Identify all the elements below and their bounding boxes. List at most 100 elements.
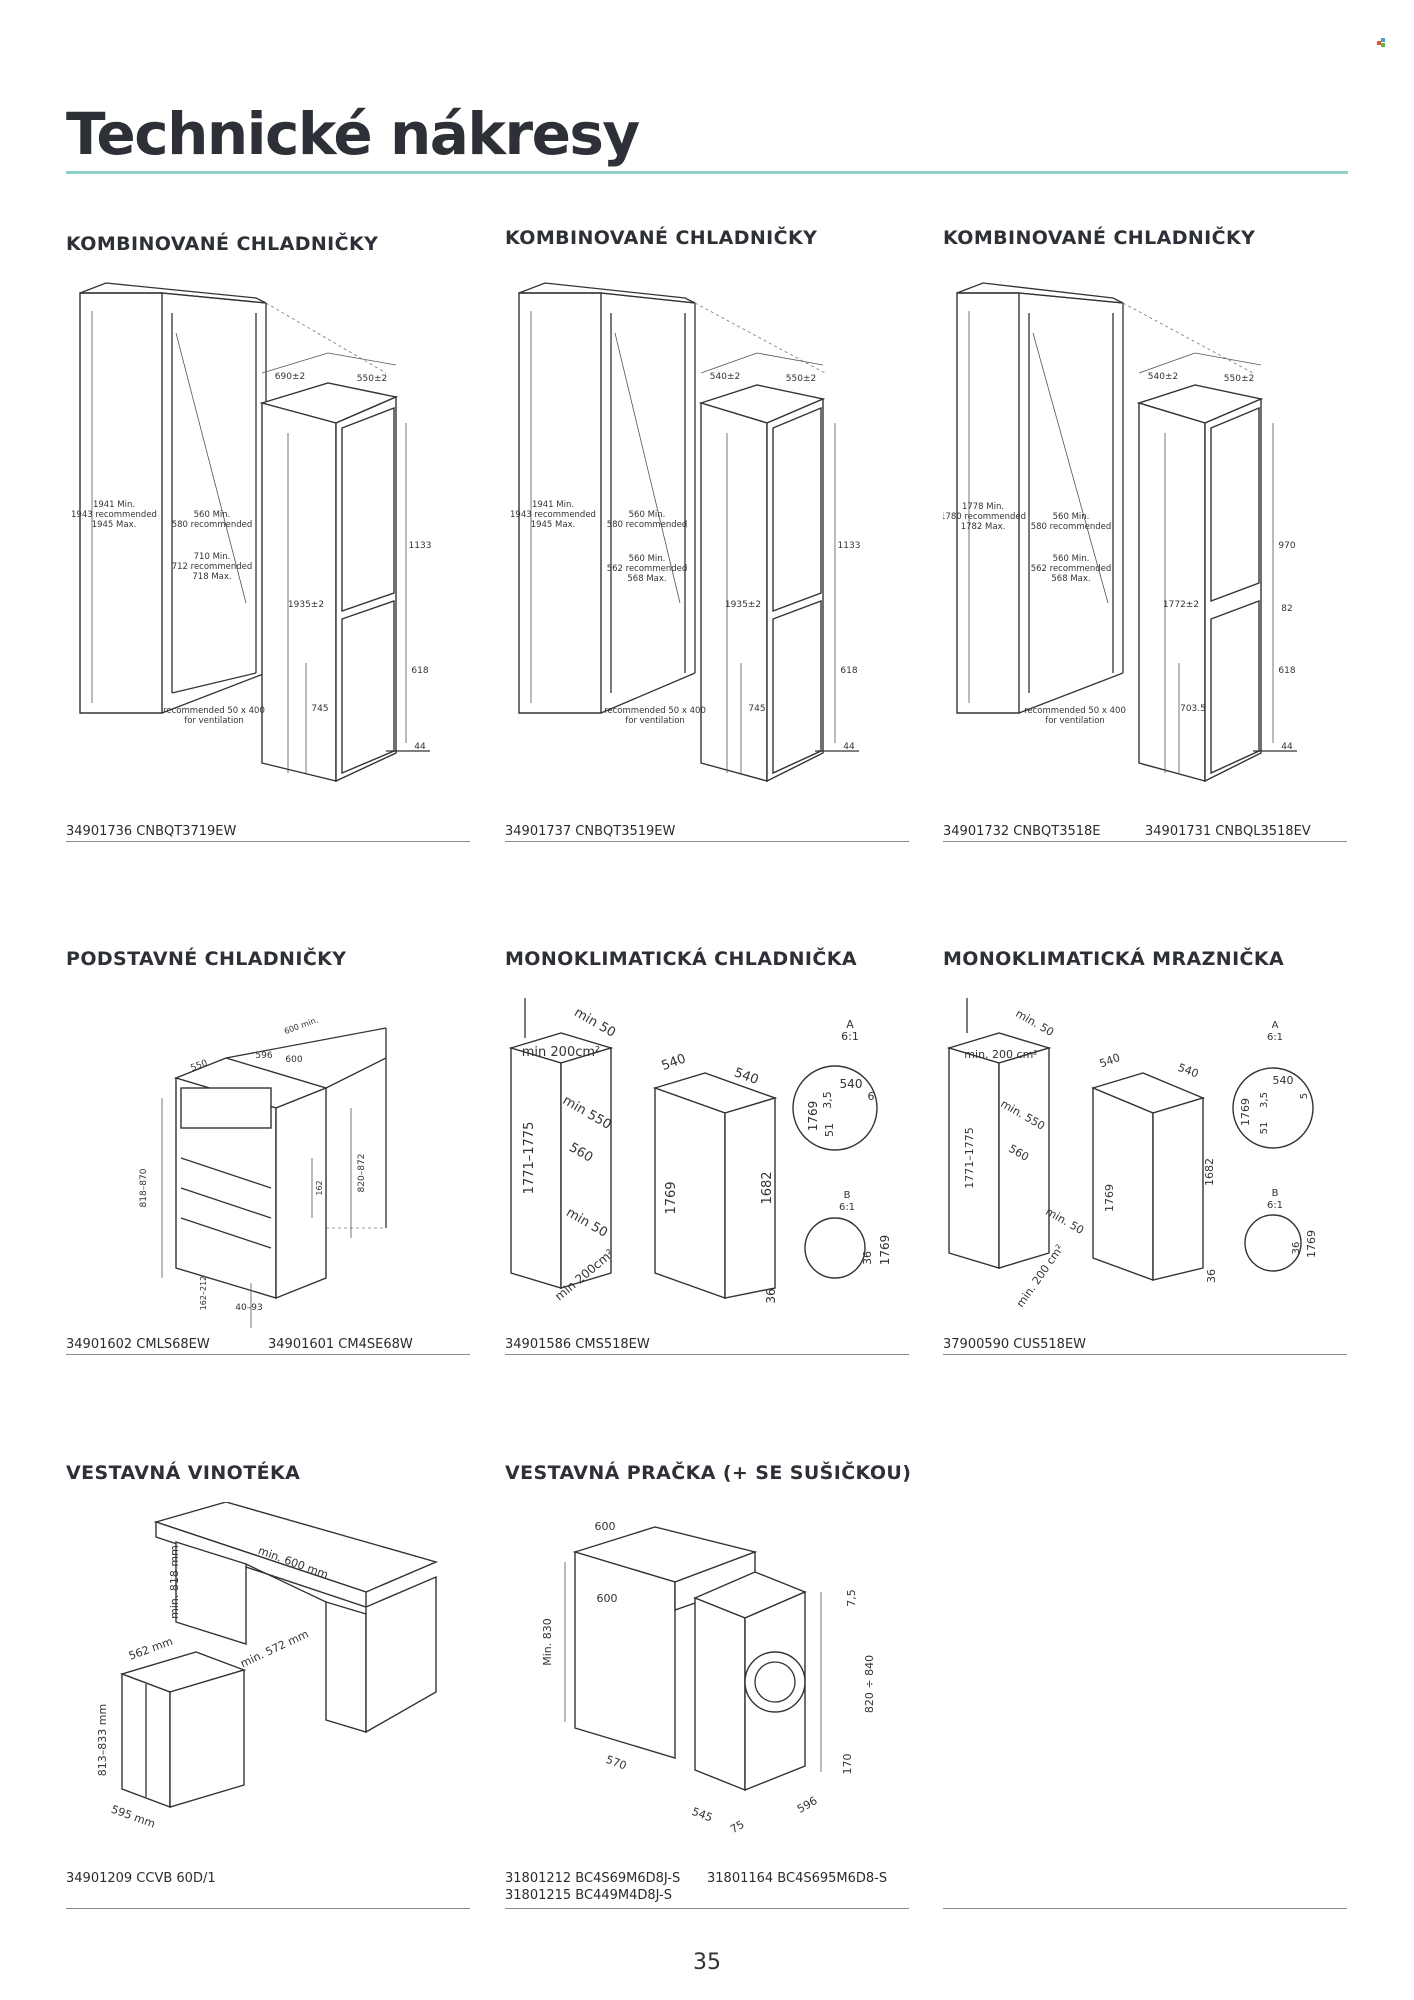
page-title: Technické nákresy bbox=[66, 100, 640, 168]
section-divider bbox=[943, 1354, 1347, 1355]
dim-niche-depth-rec: 580 recommended bbox=[607, 520, 688, 530]
dim-niche-width-rec: 562 recommended bbox=[1031, 564, 1112, 574]
product-codes: 34901732 CNBQT3518E 34901731 CNBQL3518EV bbox=[943, 823, 1347, 857]
dim-5: 818–870 bbox=[139, 1168, 149, 1207]
dim-g: 570 bbox=[604, 1753, 628, 1772]
product-code: 34901737 CNBQT3519EW bbox=[505, 824, 676, 839]
dim-top-width: 540±2 bbox=[710, 372, 740, 382]
dim-n: 6:1 bbox=[1267, 1032, 1283, 1043]
dim-p: 3,5 bbox=[1259, 1092, 1270, 1108]
dim-top-width: 690±2 bbox=[275, 372, 305, 382]
dim-height: 1935±2 bbox=[725, 600, 761, 610]
dim-niche-height-rec: 1943 recommended bbox=[71, 510, 157, 520]
section-title: PODSTAVNÉ CHLADNIČKY bbox=[66, 948, 347, 970]
section-title: VESTAVNÁ PRAČKA (+ SE SUŠIČKOU) bbox=[505, 1462, 912, 1484]
dim-height: 1935±2 bbox=[288, 600, 324, 610]
dim-c: Min. 830 bbox=[541, 1618, 554, 1666]
section-title: KOMBINOVANÉ CHLADNIČKY bbox=[66, 233, 379, 255]
product-codes: 31801212 BC4S69M6D8J-S 31801215 BC449M4D… bbox=[505, 1870, 909, 1904]
section-divider bbox=[505, 841, 909, 842]
technical-drawing: 1941 Min. 1943 recommended 1945 Max. 560… bbox=[71, 282, 431, 783]
product-codes: 34901209 CCVB 60D/1 bbox=[66, 1870, 470, 1904]
dim-niche-height-max: 1945 Max. bbox=[92, 520, 137, 530]
dim-j: 1769 bbox=[664, 1181, 679, 1214]
product-code: 34901732 CNBQT3518E bbox=[943, 824, 1101, 839]
section-divider bbox=[66, 1908, 470, 1909]
dim-upper: 970 bbox=[1278, 541, 1295, 551]
dim-q: 51 bbox=[1259, 1122, 1270, 1135]
dim-7: 162 bbox=[315, 1180, 324, 1195]
dim-r: 6 bbox=[868, 1090, 875, 1103]
dim-v: 36 bbox=[861, 1251, 874, 1265]
dim-d: 562 mm bbox=[127, 1635, 175, 1663]
dim-f: 595 mm bbox=[109, 1803, 157, 1831]
product-code: 37900590 CUS518EW bbox=[943, 1337, 1087, 1352]
dim-9: 40–93 bbox=[235, 1303, 262, 1313]
dim-6: 820–872 bbox=[357, 1154, 367, 1193]
dim-top-depth: 550±2 bbox=[786, 374, 816, 384]
product-codes: 34901602 CMLS68EW 34901601 CM4SE68W bbox=[66, 1336, 470, 1370]
dim-niche-height: 1778 Min. bbox=[962, 502, 1004, 512]
dim-e: 813–833 mm bbox=[96, 1704, 109, 1776]
section-wine-cooler: VESTAVNÁ VINOTÉKA min. 818 mm min. 600 m… bbox=[66, 1462, 470, 1909]
dim-8: 162–212 bbox=[199, 1276, 208, 1311]
dim-e: 820 ÷ 840 bbox=[863, 1655, 876, 1713]
dim-niche-width-rec: 562 recommended bbox=[607, 564, 688, 574]
page-number: 35 bbox=[693, 1950, 721, 1975]
dim-base: 44 bbox=[1281, 742, 1293, 752]
section-divider bbox=[66, 841, 470, 842]
product-codes: 34901737 CNBQT3519EW bbox=[505, 823, 909, 857]
dim-door-low: 745 bbox=[311, 704, 328, 714]
dim-m: A bbox=[1272, 1020, 1279, 1031]
dim-a: 600 bbox=[595, 1520, 616, 1533]
dim-e: 1771–1775 bbox=[522, 1122, 537, 1195]
dim-3: 596 bbox=[255, 1051, 272, 1061]
dim-c: min. 572 mm bbox=[238, 1627, 310, 1670]
technical-drawing: min. 818 mm min. 600 mm min. 572 mm 562 … bbox=[96, 1502, 439, 1831]
section-under-counter: PODSTAVNÉ CHLADNIČKY 600 min. 550 596 60… bbox=[66, 948, 470, 1388]
dim-niche-height-rec: 1943 recommended bbox=[510, 510, 596, 520]
dim-niche-width: 560 Min. bbox=[629, 554, 666, 564]
section-fridge: MONOKLIMATICKÁ CHLADNIČKA min 50 min 200… bbox=[505, 948, 909, 1388]
dim-niche-height: 1941 Min. bbox=[532, 500, 574, 510]
dim-q: 51 bbox=[823, 1123, 836, 1137]
section-title: MONOKLIMATICKÁ MRAZNIČKA bbox=[943, 948, 1285, 970]
dim-r: 5 bbox=[1299, 1093, 1310, 1099]
dim-n: 6:1 bbox=[841, 1030, 859, 1043]
dim-a: min. 818 mm bbox=[168, 1545, 181, 1619]
dim-base: 44 bbox=[414, 742, 426, 752]
product-code: 31801212 BC4S69M6D8J-S bbox=[505, 1871, 681, 1886]
dim-niche-width-rec: 712 recommended bbox=[172, 562, 253, 572]
dim-o: 540 bbox=[840, 1077, 863, 1091]
dim-niche-depth-rec: 580 recommended bbox=[1031, 522, 1112, 532]
dim-niche-width-max: 718 Max. bbox=[192, 572, 231, 582]
dim-top-depth: 550±2 bbox=[357, 374, 387, 384]
dim-top-depth: 550±2 bbox=[1224, 374, 1254, 384]
logo-icon bbox=[1377, 38, 1385, 47]
dim-niche-depth-rec: 580 recommended bbox=[172, 520, 253, 530]
dim-b: min 200cm² bbox=[522, 1045, 600, 1060]
dim-s: 1769 bbox=[806, 1101, 820, 1132]
dim-o: 540 bbox=[1273, 1074, 1294, 1087]
dim-door-low: 703.5 bbox=[1180, 704, 1206, 714]
section-washer: VESTAVNÁ PRAČKA (+ SE SUŠIČKOU) 600 600 … bbox=[505, 1462, 912, 1909]
dim-niche-height-max: 1782 Max. bbox=[961, 522, 1006, 532]
dim-vent: recommended 50 x 400 bbox=[163, 706, 265, 716]
dim-niche-depth: 560 Min. bbox=[194, 510, 231, 520]
section-divider bbox=[66, 1354, 470, 1355]
technical-drawing: 600 min. 550 596 600 818–870 820–872 162… bbox=[139, 1015, 387, 1328]
dim-a: min. 50 bbox=[1013, 1007, 1056, 1039]
dim-lower: 618 bbox=[411, 666, 428, 676]
section-title: KOMBINOVANÉ CHLADNIČKY bbox=[943, 227, 1256, 249]
dim-niche-width: 710 Min. bbox=[194, 552, 231, 562]
product-code: 34901586 CMS518EW bbox=[505, 1337, 650, 1352]
dim-p: 3,5 bbox=[821, 1091, 834, 1109]
dim-s: 1769 bbox=[1239, 1098, 1252, 1126]
product-code: 34901736 CNBQT3719EW bbox=[66, 824, 237, 839]
dim-w: 1769 bbox=[878, 1235, 892, 1266]
dim-t: B bbox=[1272, 1188, 1279, 1199]
dim-vent: recommended 50 x 400 bbox=[1024, 706, 1126, 716]
dim-j: 596 bbox=[795, 1794, 820, 1816]
product-codes: 34901586 CMS518EW bbox=[505, 1336, 909, 1370]
dim-niche-width-max: 568 Max. bbox=[1051, 574, 1090, 584]
